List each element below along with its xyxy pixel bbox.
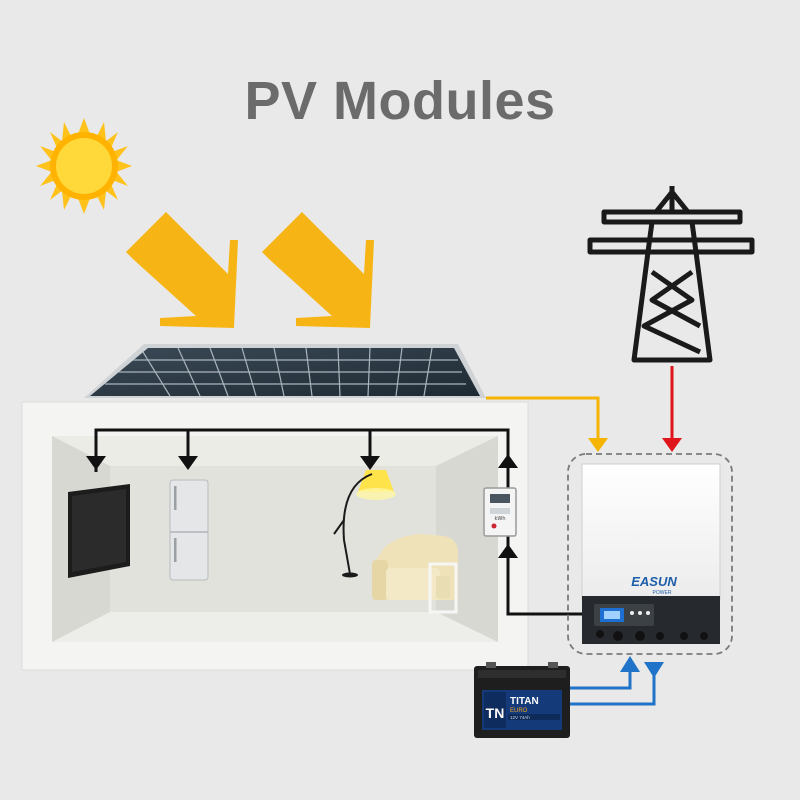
pv-connection-line [486, 396, 608, 452]
load-arrow [360, 456, 380, 470]
sunlight-arrow [126, 212, 238, 328]
load-arrow [178, 456, 198, 470]
battery-connection-line [568, 668, 656, 706]
battery-icon [474, 662, 570, 738]
battery-brand: TITAN [510, 696, 539, 707]
energy-meter-icon [483, 487, 517, 537]
load-arrow [498, 454, 518, 468]
sun-icon [36, 118, 132, 214]
battery-arrow-down [644, 662, 664, 678]
tv-icon [68, 484, 130, 578]
sofa-icon [372, 534, 458, 614]
power-tower-icon [587, 186, 755, 363]
inverter-brand-sub: POWER [653, 590, 672, 596]
fridge-icon [169, 479, 209, 581]
lamp-icon [333, 470, 396, 578]
inverter-icon [581, 463, 721, 644]
inverter-brand: EASUN [631, 574, 677, 589]
page-title: PV Modules [244, 71, 556, 131]
battery-arrow-up [620, 656, 640, 672]
battery-line: EURO [510, 708, 528, 714]
solar-panel [84, 344, 486, 398]
meter-label: kWh [494, 516, 505, 522]
grid-connection-line [662, 366, 682, 452]
load-arrow [498, 544, 518, 558]
load-arrow [86, 456, 106, 470]
battery-spec: 12V 74Ah [510, 715, 530, 720]
sunlight-arrow [262, 212, 374, 328]
inverter-enclosure [567, 453, 733, 655]
battery-logo: TN [486, 705, 505, 721]
